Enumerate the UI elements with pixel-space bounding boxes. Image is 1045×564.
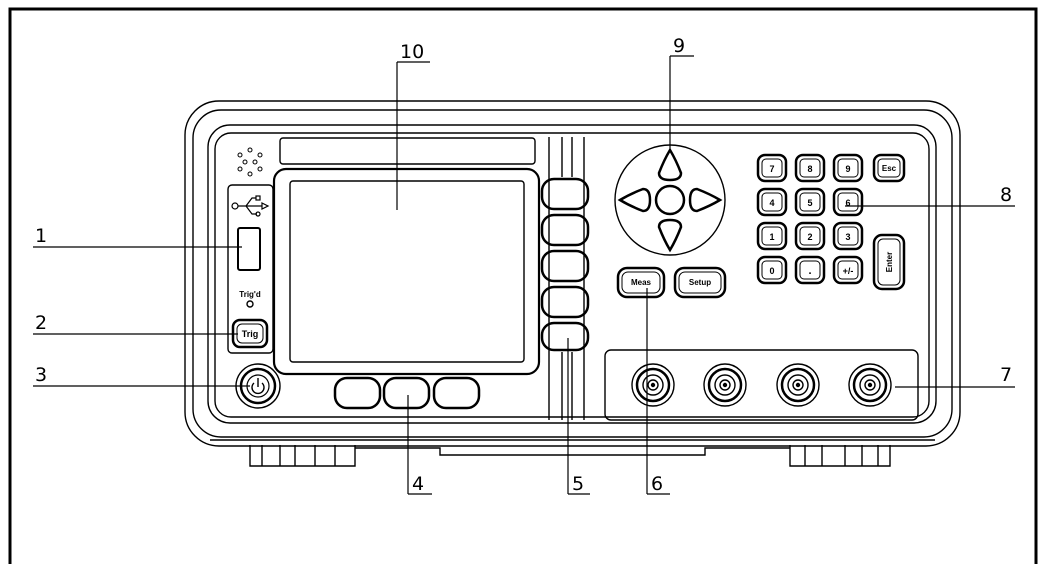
callout-7: 7 [1000, 364, 1012, 386]
callout-numbers: 1 2 3 4 5 6 7 8 9 10 [35, 35, 1012, 495]
trigd-indicator-led [246, 300, 254, 308]
numpad-key-label: 1 [769, 232, 774, 242]
enter-key-label: Enter [885, 252, 894, 272]
lcd-screen [289, 180, 525, 363]
callout-5: 5 [572, 473, 584, 495]
numpad-key-label: +/- [843, 266, 854, 276]
bnc-terminal-panel [604, 349, 919, 421]
nav-center-button[interactable] [654, 184, 686, 216]
callout-3: 3 [35, 364, 47, 386]
nav-ring [614, 144, 726, 256]
numpad-key-label: 4 [769, 198, 774, 208]
figure-frame [8, 7, 1038, 564]
usb-icon [231, 195, 270, 217]
nav-right-arrow-icon[interactable] [688, 187, 723, 213]
numpad-key-label: 8 [807, 164, 812, 174]
side-softkeys[interactable] [540, 177, 590, 352]
esc-key-label: Esc [882, 164, 897, 173]
numpad-key-label: 2 [807, 232, 812, 242]
bottom-softkeys[interactable] [333, 376, 481, 410]
numpad-key-label: 9 [845, 164, 850, 174]
lcd-bezel [272, 167, 541, 376]
numpad-key-label: . [808, 265, 811, 277]
trig-button-label: Trig [242, 329, 259, 339]
numpad-key-label: 3 [845, 232, 850, 242]
callout-1: 1 [35, 225, 47, 247]
nav-left-arrow-icon[interactable] [617, 187, 652, 213]
setup-button[interactable] [673, 266, 727, 299]
meas-button[interactable] [616, 266, 666, 299]
callout-10: 10 [400, 41, 424, 63]
nav-down-arrow-icon[interactable] [657, 218, 683, 253]
usb-port[interactable] [237, 227, 261, 271]
top-display-strip [279, 137, 536, 165]
power-icon [251, 378, 265, 395]
meas-button-label: Meas [631, 278, 652, 287]
numpad[interactable] [756, 153, 906, 291]
numpad-key-label: 7 [769, 164, 774, 174]
setup-button-label: Setup [689, 278, 711, 287]
callout-2: 2 [35, 312, 47, 334]
nav-up-arrow-icon[interactable] [657, 147, 683, 182]
panel-labels: Trig'd Trig Meas Setup Esc Enter 7 8 9 4… [239, 164, 896, 339]
callout-6: 6 [651, 473, 663, 495]
callout-leaders [33, 55, 1015, 495]
numpad-key-label: 5 [807, 198, 812, 208]
bnc-terminals[interactable] [631, 363, 892, 407]
speaker-grille [237, 147, 263, 177]
trigd-label: Trig'd [239, 290, 261, 299]
callout-4: 4 [412, 473, 424, 495]
callout-8: 8 [1000, 184, 1012, 206]
numpad-key-label: 6 [845, 198, 850, 208]
divider-strip [548, 137, 585, 420]
callout-9: 9 [673, 35, 685, 57]
numpad-key-label: 0 [769, 266, 774, 276]
